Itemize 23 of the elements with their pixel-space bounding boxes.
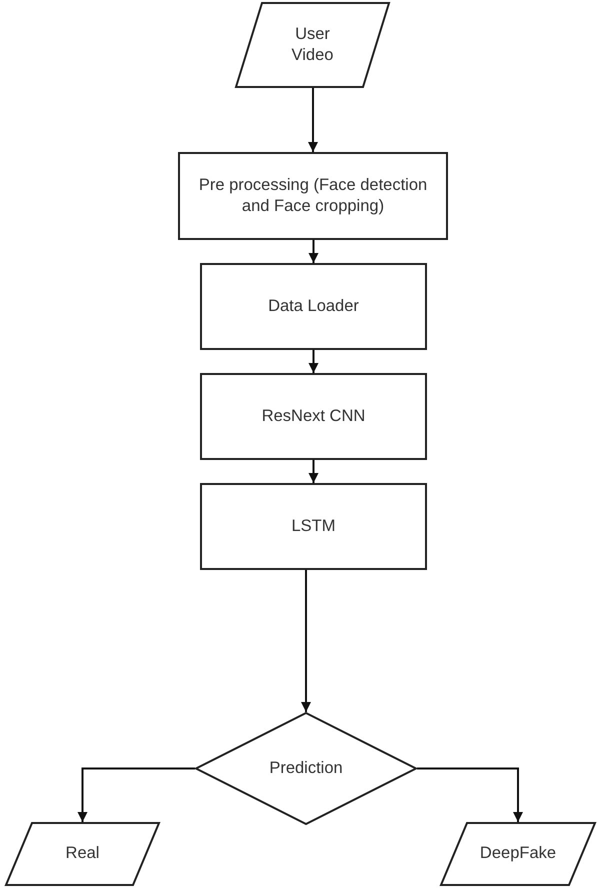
- process-box: [200, 373, 427, 460]
- node-label: Data Loader: [268, 296, 359, 317]
- process-box: [200, 263, 427, 350]
- arrow: [308, 240, 318, 263]
- node-label: ResNext CNN: [262, 406, 366, 427]
- node-label: LSTM: [291, 516, 336, 537]
- arrow: [308, 88, 318, 152]
- process-box: [178, 152, 448, 240]
- arrow: [308, 350, 318, 373]
- output-parallelogram: [5, 822, 160, 886]
- node-label: DeepFake: [480, 843, 556, 864]
- input-parallelogram: [235, 2, 390, 88]
- decision-diamond: [195, 712, 417, 825]
- arrow: [301, 570, 311, 712]
- process-box: [200, 483, 427, 570]
- arrow: [417, 768, 523, 822]
- node-label: Prediction: [269, 758, 343, 779]
- node-label: User Video: [290, 24, 334, 66]
- node-label: Real: [66, 843, 100, 864]
- arrow: [308, 460, 318, 483]
- node-label: Pre processing (Face detection and Face cropping): [198, 174, 428, 217]
- output-parallelogram: [440, 822, 596, 886]
- arrow: [78, 768, 195, 822]
